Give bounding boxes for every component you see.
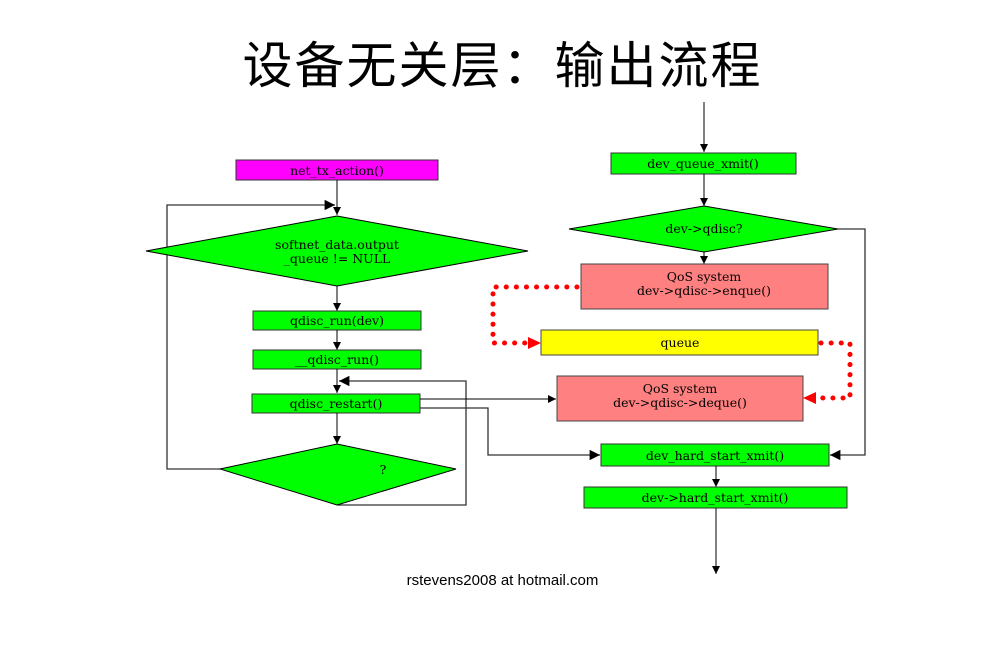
author-credit: rstevens2008 at hotmail.com xyxy=(406,572,599,589)
node-queue-label: queue xyxy=(661,335,700,350)
node-qos-enqueue-line2: dev->qdisc->enque() xyxy=(637,283,771,298)
node-qos-dequeue: QoS system dev->qdisc->deque() xyxy=(556,375,804,422)
node-qos-enqueue-line1: QoS system xyxy=(667,269,742,284)
node-softnet-check-line2: _queue != NULL xyxy=(284,251,391,266)
node-qdisc-check: dev->qdisc? xyxy=(568,205,839,253)
edge-queue-to-dequeue-arrowhead xyxy=(803,392,816,404)
edge-no-qdisc-to-dev-hard-start-xmit xyxy=(830,228,866,461)
edge-queue-to-dequeue-dotted xyxy=(815,340,853,401)
edge-restart-to-dev-hard-start-xmit xyxy=(420,407,600,461)
node-dev-queue-xmit: dev_queue_xmit() xyxy=(610,152,797,175)
node-qdisc-run-dev-label: qdisc_run(dev) xyxy=(290,313,384,328)
node-queue: queue xyxy=(540,329,819,356)
node-dev-queue-xmit-label: dev_queue_xmit() xyxy=(647,156,759,171)
node-dev-hard-start-xmit: dev_hard_start_xmit() xyxy=(600,443,830,467)
node-qdisc-restart: qdisc_restart() xyxy=(251,393,421,414)
node-qdisc-restart-label: qdisc_restart() xyxy=(290,396,383,411)
node-loop-check: ? xyxy=(218,443,457,506)
slide-title: 设备无关层：输出流程 xyxy=(242,37,763,95)
node-softnet-check-line1: softnet_data.output xyxy=(275,237,399,252)
edge-enqueue-to-queue-arrowhead xyxy=(528,337,541,349)
node-net-tx-action-label: net_tx_action() xyxy=(290,163,384,178)
node-dev-hard-start-xmit-label: dev_hard_start_xmit() xyxy=(646,448,784,463)
node-qos-dequeue-line1: QoS system xyxy=(643,381,718,396)
node-qos-enqueue: QoS system dev->qdisc->enque() xyxy=(580,263,829,310)
node-qos-dequeue-line2: dev->qdisc->deque() xyxy=(613,395,747,410)
edge-loop-to-qdisc-restart xyxy=(337,375,467,506)
node-dev-hard-start-xmit-ptr-label: dev->hard_start_xmit() xyxy=(642,490,789,505)
node-dev-hard-start-xmit-ptr: dev->hard_start_xmit() xyxy=(583,486,848,509)
node-__qdisc-run-label: __qdisc_run() xyxy=(295,352,379,367)
node-softnet-check: softnet_data.output _queue != NULL xyxy=(145,215,529,287)
node-qdisc-run-dev: qdisc_run(dev) xyxy=(252,310,422,331)
edge-enqueue-to-queue-dotted xyxy=(490,284,580,346)
node-net-tx-action: net_tx_action() xyxy=(235,159,439,181)
node-loop-check-label: ? xyxy=(380,462,387,477)
node-__qdisc-run: __qdisc_run() xyxy=(252,349,422,370)
node-qdisc-check-label: dev->qdisc? xyxy=(665,221,743,236)
edge-loop-back-to-softnet xyxy=(166,199,335,470)
